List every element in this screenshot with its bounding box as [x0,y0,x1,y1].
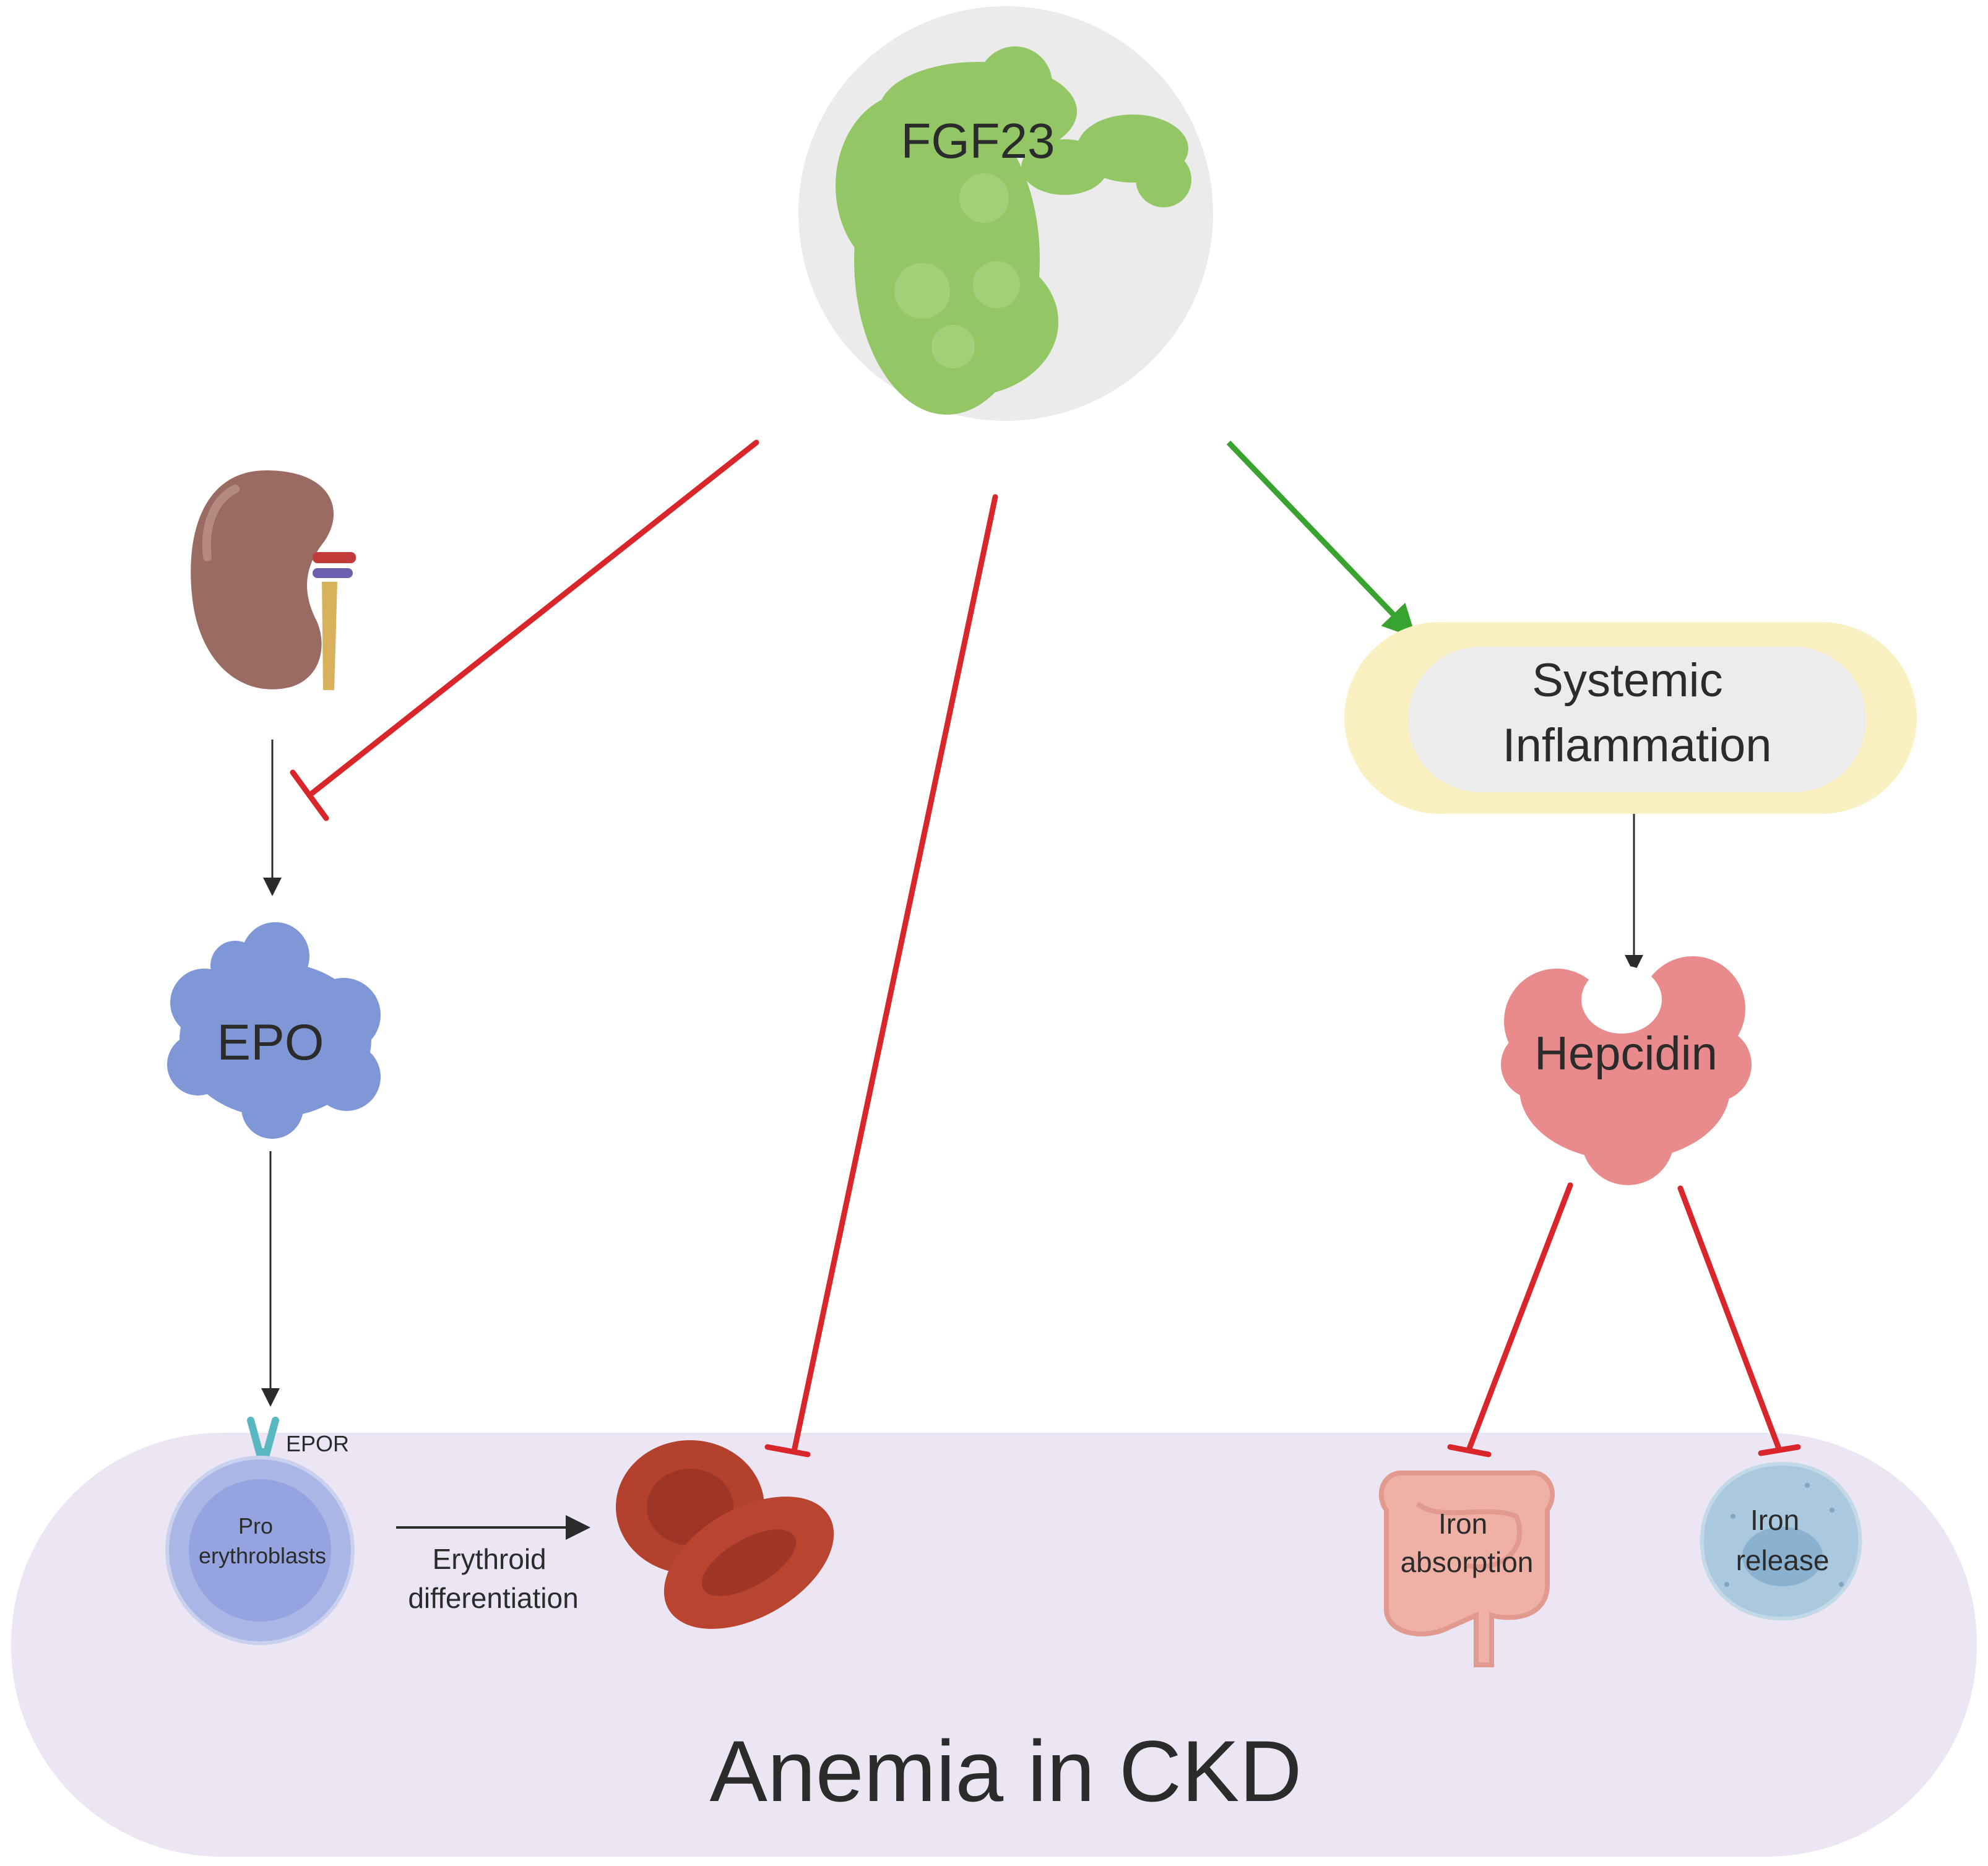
fgf23-inhibits-erythropoiesis [764,494,998,1458]
hepcidin-inhibits-iron-release [1677,1185,1801,1456]
kidney-icon [191,470,356,690]
inflammation-inner-pill [1408,647,1866,792]
inflammation-label: Systemic Inflammation [1502,654,1771,772]
hepcidin-label: Hepcidin [1534,1027,1718,1080]
proerythroblast-cell-icon [165,1456,355,1645]
fgf23-inhibits-epo [290,439,759,821]
iron-absorption-label: Iron absorption [1401,1508,1534,1578]
epo-node: EPO [167,922,381,1139]
intestine-icon [1378,1470,1555,1667]
macrophage-icon [1700,1461,1862,1621]
iron-release-label: Iron release [1736,1504,1830,1576]
fgf23-promotes-inflammation-arrow [1226,440,1417,639]
epo-protein-icon [167,922,381,1139]
hepcidin-node: Hepcidin [1501,956,1752,1185]
epo-label: EPO [217,1014,324,1071]
fgf23-node: FGF23 [798,6,1213,421]
erythroid-differentiation-label: Erythroid differentiation [408,1543,578,1614]
fgf23-label: FGF23 [901,113,1055,168]
red-blood-cell-icon [616,1440,834,1629]
epor-label: EPOR [286,1431,349,1456]
systemic-inflammation-node: Systemic Inflammation [1344,622,1917,814]
hepcidin-inhibits-iron-absorption [1447,1182,1573,1458]
diagram-title: Anemia in CKD [709,1722,1302,1820]
proerythroblast-label: Pro erythroblasts [199,1513,326,1568]
hepcidin-protein-icon [1501,956,1752,1185]
